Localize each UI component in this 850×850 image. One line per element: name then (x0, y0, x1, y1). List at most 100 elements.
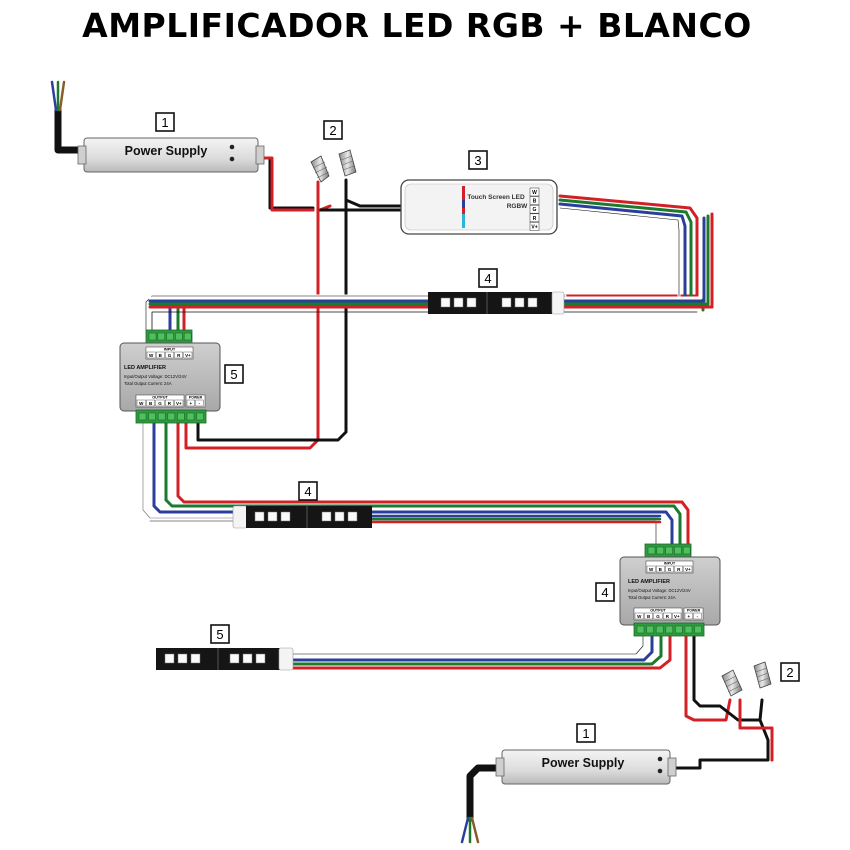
led-strip-middle (232, 505, 372, 529)
led-chip (527, 297, 538, 308)
amp-pin-label: V+ (176, 401, 182, 406)
amp-pin-box (195, 399, 204, 407)
power-supply-bottom: Power Supply (495, 749, 677, 785)
amp-pin-label: B (659, 567, 663, 572)
svg-text:4: 4 (304, 484, 311, 499)
terminal-screw (175, 332, 183, 341)
amp-pin-box (665, 565, 674, 573)
amp-pin-box (174, 399, 184, 407)
terminal-screw (148, 332, 157, 341)
led-strip-top (428, 291, 565, 315)
psu-bottom-label: Power Supply (542, 756, 625, 770)
svg-text:2: 2 (329, 123, 336, 138)
svg-text:OUTPUT: OUTPUT (650, 609, 666, 613)
terminal-screw (636, 625, 645, 634)
amp-pin-label: R (666, 614, 670, 619)
terminal-screw (682, 546, 691, 555)
led-chip (229, 653, 240, 664)
amp-pin-box (683, 565, 693, 573)
wire-connectors-top (310, 149, 357, 183)
amp-pin-box (653, 612, 663, 620)
amp-pin-label: + (189, 401, 192, 406)
amp-pin-box (183, 351, 193, 359)
led-chip (334, 511, 345, 522)
svg-text:INPUT: INPUT (664, 562, 676, 566)
svg-text:4: 4 (601, 585, 608, 600)
amp-right-spec2: Total Output Current: 24A (628, 595, 676, 600)
controller-pin-box (529, 213, 540, 223)
terminal-screw (694, 625, 702, 634)
controller-pin-label: V+ (531, 224, 537, 230)
amp-pin-label: W (139, 401, 144, 406)
led-chip (453, 297, 464, 308)
amp-pin-box (136, 399, 146, 407)
terminal-screw (674, 546, 682, 555)
controller-pin-box (529, 187, 540, 197)
amp-pin-label: W (637, 614, 642, 619)
amp-pin-label: V+ (185, 353, 191, 358)
terminal-screw (166, 332, 174, 341)
led-chip (190, 653, 201, 664)
amp-pin-box (174, 351, 184, 359)
led-chip (255, 653, 266, 664)
controller-label-line2: RGBW (507, 203, 528, 210)
amp-pin-box (674, 565, 683, 573)
amp-right-name: LED AMPLIFIER (628, 579, 670, 585)
amp-pin-box (684, 612, 693, 620)
amp-pin-label: G (656, 614, 660, 619)
led-chip (267, 511, 278, 522)
led-chip (321, 511, 332, 522)
amp-pin-label: - (697, 614, 699, 619)
terminal-screw (148, 412, 156, 421)
mains-cable-top (50, 80, 90, 154)
amp-left-name: LED AMPLIFIER (124, 365, 166, 371)
led-chip (177, 653, 188, 664)
led-chip (164, 653, 175, 664)
amp-right-spec1: Input/Output Voltage: DC12V/24V (628, 588, 691, 593)
amp-left-spec2: Total Output Current: 24A (124, 381, 172, 386)
led-chip (347, 511, 358, 522)
svg-text:1: 1 (161, 115, 168, 130)
terminal-screw (646, 625, 654, 634)
terminal-screw (665, 546, 673, 555)
terminal-screw (186, 412, 195, 421)
terminal-screw (196, 412, 204, 421)
amp-pin-label: V+ (685, 567, 691, 572)
led-chip (242, 653, 253, 664)
amp-pin-box (646, 565, 656, 573)
power-supply-top: Power Supply (77, 137, 265, 173)
number-badge-5-mid: 5 (224, 364, 244, 384)
led-chip (254, 511, 265, 522)
amp-pin-box (634, 612, 644, 620)
terminal-screw (138, 412, 147, 421)
number-badge-2-top: 2 (323, 120, 343, 140)
controller-pin-label: G (533, 207, 537, 213)
controller-pin-label: R (533, 216, 537, 222)
amp-pin-label: W (649, 567, 654, 572)
svg-text:4: 4 (484, 271, 491, 286)
controller-pin-box (529, 222, 540, 231)
amp-left-spec1: Input/Output Voltage: DC12V/24V (124, 374, 187, 379)
terminal-screw (684, 625, 693, 634)
svg-text:2: 2 (786, 665, 793, 680)
amp-pin-label: G (668, 567, 672, 572)
diagram-title: AMPLIFICADOR LED RGB + BLANCO (82, 6, 752, 45)
amp-pin-label: + (687, 614, 690, 619)
amp-pin-label: B (159, 353, 163, 358)
amp-pin-box (165, 351, 174, 359)
led-chip (440, 297, 451, 308)
terminal-screw (157, 332, 166, 341)
svg-text:POWER: POWER (687, 609, 701, 613)
number-badge-4-top: 4 (478, 268, 498, 288)
svg-text:3: 3 (474, 153, 481, 168)
amp-pin-box (146, 399, 155, 407)
controller-pin-label: B (533, 199, 537, 205)
amp-pin-label: R (168, 401, 172, 406)
controller-pin-box (529, 204, 540, 214)
led-chip (280, 511, 291, 522)
amp-pin-box (155, 399, 165, 407)
amp-pin-label: R (177, 353, 181, 358)
psu-top-label: Power Supply (125, 144, 208, 158)
